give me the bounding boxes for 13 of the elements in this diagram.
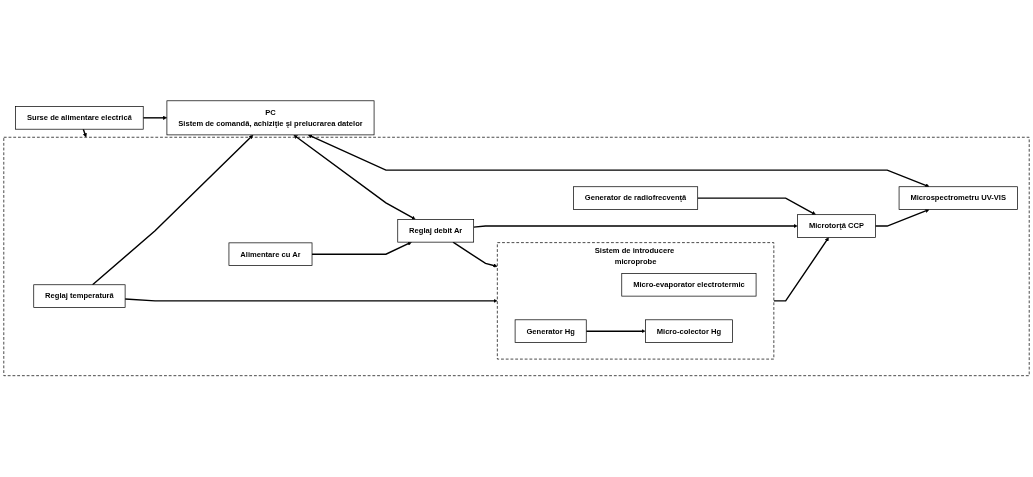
arrow [308,134,930,188]
arrow [91,134,254,286]
arrow [452,241,498,268]
arrow [82,128,87,138]
arrow [472,224,798,229]
arrow [773,237,829,302]
arrow [311,242,412,256]
arrow [585,329,646,334]
arrow [697,197,816,216]
arrow [293,135,416,220]
arrow [874,209,930,227]
arrow [142,116,168,121]
arrow [124,298,498,304]
